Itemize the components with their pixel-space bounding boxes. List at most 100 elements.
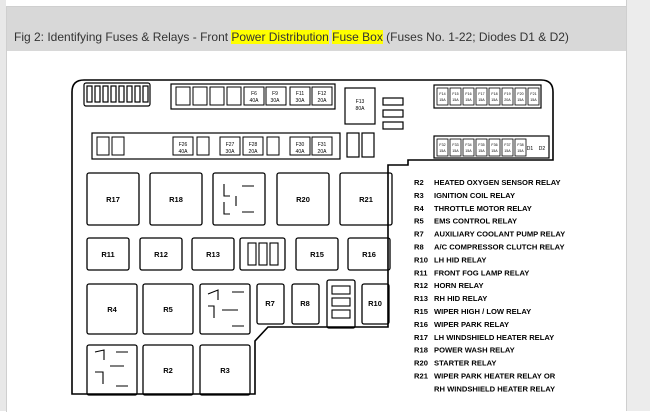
relay-r3-label: R3 xyxy=(220,366,230,375)
relay-r20-label: R20 xyxy=(296,195,310,204)
relay-r9-pin-b xyxy=(331,297,351,307)
relay-r14-pin-b xyxy=(258,242,268,266)
legend-name-10: WIPER HIGH / LOW RELAY xyxy=(434,307,531,316)
fuse-row-top xyxy=(170,83,336,110)
fuse-box-outline xyxy=(71,79,554,395)
relay-r7 xyxy=(256,283,285,325)
small-fuse-3 xyxy=(382,121,404,130)
relay-r11 xyxy=(86,237,130,271)
fuse-slot-bottom-0 xyxy=(96,136,110,156)
fuse-slot-top-1 xyxy=(192,86,208,106)
relay-r11-label: R11 xyxy=(101,250,114,259)
legend-code-13: R18 xyxy=(414,346,428,355)
legend-name-5: A/C COMPRESSOR CLUTCH RELAY xyxy=(434,243,565,252)
mini-top-fuse-label-1-1: 15A xyxy=(452,98,459,102)
relay-r5-label: R5 xyxy=(163,305,173,314)
legend-name-2: THROTTLE MOTOR RELAY xyxy=(434,204,532,213)
legend-code-11: R16 xyxy=(414,320,428,329)
maxi-fuse-1 xyxy=(346,132,360,158)
relay-r15 xyxy=(295,237,339,271)
relay-r18 xyxy=(149,172,203,226)
fuse-f26-amp: 40A xyxy=(179,149,189,155)
mini-top-fuse-label-3-1: 15A xyxy=(478,98,485,102)
fuse-f30-label: F30 xyxy=(296,142,305,148)
legend-name-6: LH HID RELAY xyxy=(434,255,486,264)
mini-top-fuse-label-5-1: 20A xyxy=(504,98,511,102)
fuse-f6-label: F6 xyxy=(251,91,257,97)
relay-r10 xyxy=(361,283,390,325)
fuse-slot-bottom-3 xyxy=(196,136,210,156)
fuse-slot-top-4 xyxy=(243,86,265,106)
legend-code-4: R7 xyxy=(414,230,424,239)
fuse-f6-amp: 40A xyxy=(250,98,260,104)
legend-code-8: R12 xyxy=(414,281,428,290)
relay-r13-label: R13 xyxy=(206,250,220,259)
legend-code-1: R3 xyxy=(414,191,424,200)
caption-prefix: Fig 2: Identifying Fuses & Relays - Fron… xyxy=(14,30,232,44)
legend-code-9: R13 xyxy=(414,294,428,303)
fuse-slot-bottom-7 xyxy=(289,136,311,156)
diode-d2-label: D2 xyxy=(539,146,546,152)
mini-top-fuse-label-7-0: F21 xyxy=(530,92,536,96)
fuse-f13-amp: 80A xyxy=(356,106,366,112)
fuse-slot-bottom-2 xyxy=(172,136,194,156)
relay-r17-label: R17 xyxy=(106,195,120,204)
relay-r14-pin-a xyxy=(247,242,257,266)
mini-bottom-fuse-label-2-0: F34 xyxy=(465,143,471,147)
fuse-f30-amp: 40A xyxy=(296,149,306,155)
relay-r19-block xyxy=(212,172,266,226)
fuse-f28-amp: 20A xyxy=(249,149,259,155)
relay-r6-terminals xyxy=(207,289,244,327)
relay-r5 xyxy=(142,283,194,335)
legend-name-8: HORN RELAY xyxy=(434,281,484,290)
mini-bottom-fuse-label-3-1: 15A xyxy=(478,149,485,153)
mini-fuse-strip-bottom xyxy=(433,135,550,159)
legend-name-9: RH HID RELAY xyxy=(434,294,487,303)
mini-bottom-fuse-label-1-0: F33 xyxy=(452,143,458,147)
legend-name-13: POWER WASH RELAY xyxy=(434,346,515,355)
mini-bottom-fuse-2 xyxy=(462,138,475,157)
fuse-f27-amp: 30A xyxy=(226,149,236,155)
mini-bottom-fuse-label-2-1: 15A xyxy=(465,149,472,153)
mini-top-fuse-0 xyxy=(436,87,449,106)
legend-name-3: EMS CONTROL RELAY xyxy=(434,217,517,226)
mini-bottom-fuse-label-0-1: 15A xyxy=(439,149,446,153)
right-margin xyxy=(627,0,650,411)
legend-code-15: R21 xyxy=(414,372,429,381)
legend-name-11: WIPER PARK RELAY xyxy=(434,320,509,329)
figure-caption: Fig 2: Identifying Fuses & Relays - Fron… xyxy=(14,30,569,44)
fuse-slot-bottom-5 xyxy=(242,136,264,156)
legend-name-14: STARTER RELAY xyxy=(434,359,496,368)
mini-top-fuse-3 xyxy=(475,87,488,106)
fuse-slot-bottom-4 xyxy=(219,136,241,156)
mini-bottom-fuse-label-1-1: 15A xyxy=(452,149,459,153)
relay-r3 xyxy=(199,344,251,396)
fuse-slot-top-3 xyxy=(226,86,242,106)
mini-top-fuse-label-6-1: 15A xyxy=(517,98,524,102)
mini-bottom-fuse-4 xyxy=(488,138,501,157)
relay-r19-terminals xyxy=(223,184,254,215)
relay-r2-label: R2 xyxy=(163,366,173,375)
mini-top-fuse-label-7-1: 15A xyxy=(530,98,537,102)
mini-top-fuse-1 xyxy=(449,87,462,106)
relay-r12-label: R12 xyxy=(154,250,168,259)
legend-code-2: R4 xyxy=(414,204,424,213)
legend-name-0: HEATED OXYGEN SENSOR RELAY xyxy=(434,178,561,187)
relay-r8 xyxy=(291,283,320,325)
legend-code-3: R5 xyxy=(414,217,424,226)
caption-suffix: (Fuses No. 1-22; Diodes D1 & D2) xyxy=(382,30,569,44)
legend-code-10: R15 xyxy=(414,307,429,316)
relay-r10-label: R10 xyxy=(368,299,382,308)
mini-bottom-fuse-label-3-0: F35 xyxy=(478,143,484,147)
small-fuse-2 xyxy=(382,109,404,118)
fuse-slot-bottom-6 xyxy=(266,136,280,156)
relay-r9-block xyxy=(326,279,356,329)
mini-top-fuse-label-0-0: F14 xyxy=(439,92,445,96)
mini-top-fuse-label-0-1: 15A xyxy=(439,98,446,102)
relay-r14-pin-c xyxy=(269,242,279,266)
mini-bottom-fuse-5 xyxy=(501,138,514,157)
relay-r1-block xyxy=(86,344,138,396)
relay-r15-label: R15 xyxy=(310,250,324,259)
fuse-slot-bottom-1 xyxy=(111,136,125,156)
